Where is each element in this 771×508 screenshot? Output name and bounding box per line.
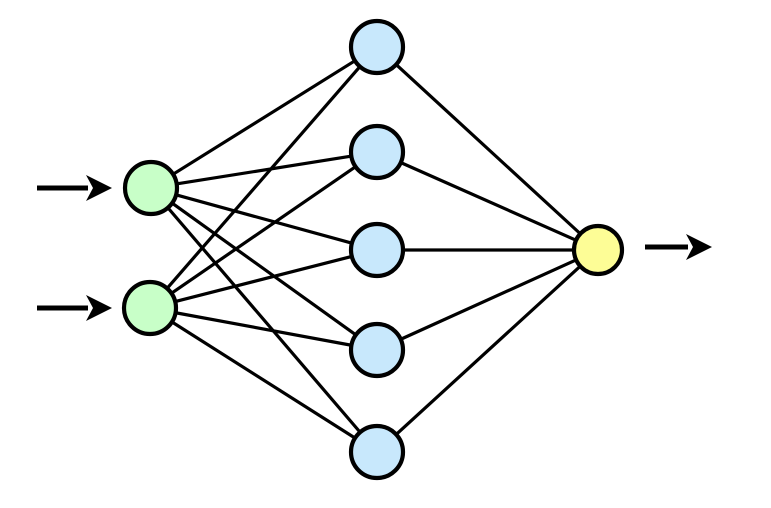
edges-group	[164, 58, 583, 441]
connection-edge	[165, 205, 363, 435]
connection-edge	[174, 154, 354, 186]
connection-edge	[164, 64, 363, 291]
input-arrow-2-head	[86, 295, 112, 321]
connection-edge	[398, 160, 579, 243]
neuron-hid-5[interactable]	[348, 423, 406, 481]
connection-edge	[173, 192, 355, 246]
connection-edge	[173, 310, 354, 348]
neuron-in-1[interactable]	[122, 159, 180, 217]
connection-edge	[169, 200, 359, 338]
neuron-in-2[interactable]	[121, 279, 179, 337]
connection-edge	[398, 257, 579, 342]
arrows-group	[37, 175, 712, 321]
nodes-group	[121, 18, 625, 481]
neuron-hid-3[interactable]	[348, 221, 406, 279]
neuron-hid-4[interactable]	[348, 321, 406, 379]
connection-edge	[393, 62, 583, 237]
connection-edge	[168, 164, 359, 296]
neuron-hid-1[interactable]	[348, 18, 406, 76]
input-arrow-1-head	[86, 175, 112, 201]
connection-edge	[169, 319, 358, 441]
connection-edge	[393, 263, 583, 437]
neuron-hid-2[interactable]	[348, 123, 406, 181]
connection-edge	[172, 254, 355, 304]
neuron-out-1[interactable]	[571, 223, 625, 277]
output-arrow-1-head	[686, 234, 712, 260]
connection-edge	[170, 58, 358, 177]
